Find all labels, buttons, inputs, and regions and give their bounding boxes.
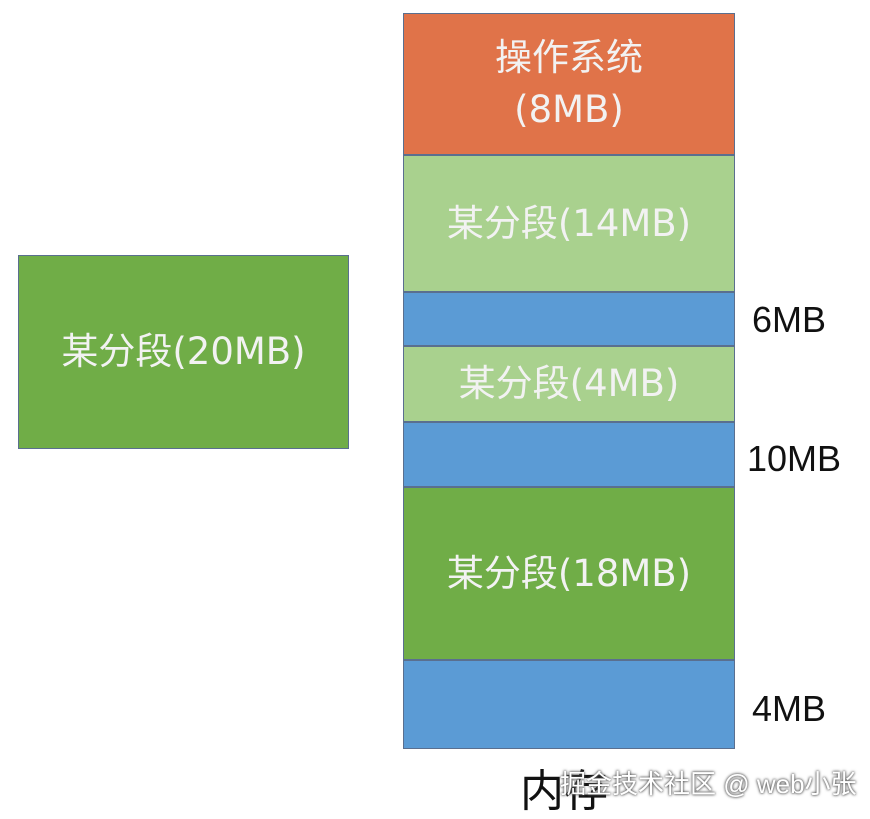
segment-4mb-label: 某分段(4MB) bbox=[458, 362, 680, 405]
os-size: (8MB) bbox=[514, 88, 624, 131]
memory-caption: 内存 bbox=[520, 766, 608, 817]
free-block-10mb bbox=[403, 422, 735, 487]
free-6mb-label: 6MB bbox=[752, 299, 827, 340]
external-segment-label: 某分段(20MB) bbox=[61, 330, 306, 373]
free-block-4mb bbox=[403, 660, 735, 749]
free-4mb-label: 4MB bbox=[752, 688, 827, 729]
segment-14mb-label: 某分段(14MB) bbox=[446, 201, 692, 245]
segment-18mb-label: 某分段(18MB) bbox=[446, 551, 692, 595]
free-block-6mb bbox=[403, 292, 735, 346]
segment-14mb: 某分段(14MB) bbox=[403, 155, 735, 292]
os-block: 操作系统 (8MB) bbox=[403, 13, 735, 155]
free-10mb-label: 10MB bbox=[747, 438, 842, 479]
watermark: 掘金技术社区 @ web小张 bbox=[560, 769, 857, 799]
os-label: 操作系统 bbox=[495, 36, 643, 79]
segment-4mb: 某分段(4MB) bbox=[403, 346, 735, 422]
segment-18mb: 某分段(18MB) bbox=[403, 487, 735, 660]
external-segment-20mb: 某分段(20MB) bbox=[18, 255, 349, 449]
